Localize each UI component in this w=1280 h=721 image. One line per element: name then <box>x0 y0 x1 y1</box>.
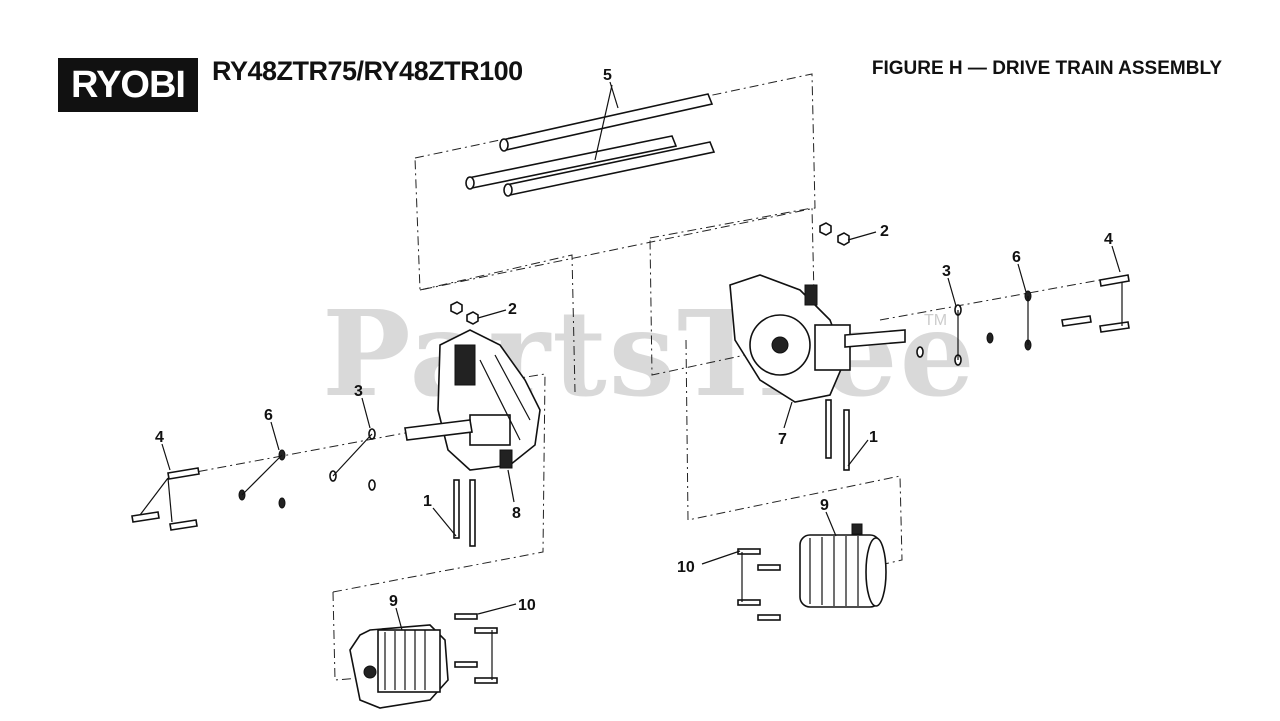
brand-text: RYOBI <box>71 63 186 106</box>
leader-lines <box>161 81 1121 631</box>
bolts-part-1-left <box>453 479 476 547</box>
callout-4-left: 4 <box>155 429 164 446</box>
bolts-part-1-right <box>825 399 850 471</box>
callout-10-right: 10 <box>677 559 695 576</box>
bolts-part-4-right <box>1061 274 1130 333</box>
washers-right <box>916 290 1032 366</box>
callout-9-left: 9 <box>389 593 398 610</box>
callout-3-left: 3 <box>354 383 363 400</box>
callout-1-left: 1 <box>423 493 432 510</box>
left-transaxle <box>404 329 541 471</box>
figure-title: FIGURE H — DRIVE TRAIN ASSEMBLY <box>871 58 1222 79</box>
bolts-part-10-right <box>737 548 781 621</box>
model-number: RY48ZTR75/RY48ZTR100 <box>212 56 523 86</box>
motor-part-9-right <box>799 523 887 608</box>
ryobi-logo: RYOBI <box>58 58 198 112</box>
watermark-trademark: TM <box>924 312 948 329</box>
callout-6-right: 6 <box>1012 249 1021 266</box>
callout-9-right: 9 <box>820 497 829 514</box>
left-axle-outline <box>419 254 576 393</box>
right-transaxle-outline <box>685 339 903 566</box>
motor-part-9-left <box>349 624 449 709</box>
callout-10-left: 10 <box>518 597 536 614</box>
right-axle-outline <box>649 207 816 376</box>
bolts-part-4-left <box>131 467 200 531</box>
callout-3-right: 3 <box>942 263 951 280</box>
washers-left <box>238 428 376 509</box>
callout-8: 8 <box>512 505 521 522</box>
callout-2-left: 2 <box>508 301 517 318</box>
callout-1-right: 1 <box>869 429 878 446</box>
callout-4-right: 4 <box>1104 231 1113 248</box>
nuts-part-2 <box>450 222 850 325</box>
callout-2-right: 2 <box>880 223 889 240</box>
right-axis-line <box>879 279 1101 321</box>
left-axis-line <box>179 424 449 476</box>
callout-5: 5 <box>603 67 612 84</box>
callout-7: 7 <box>778 431 787 448</box>
bolts-part-10-left <box>454 613 498 684</box>
left-motor-outline <box>332 373 546 593</box>
shafts-part-5 <box>465 84 716 197</box>
callout-6-left: 6 <box>264 407 273 424</box>
right-transaxle <box>729 274 906 403</box>
